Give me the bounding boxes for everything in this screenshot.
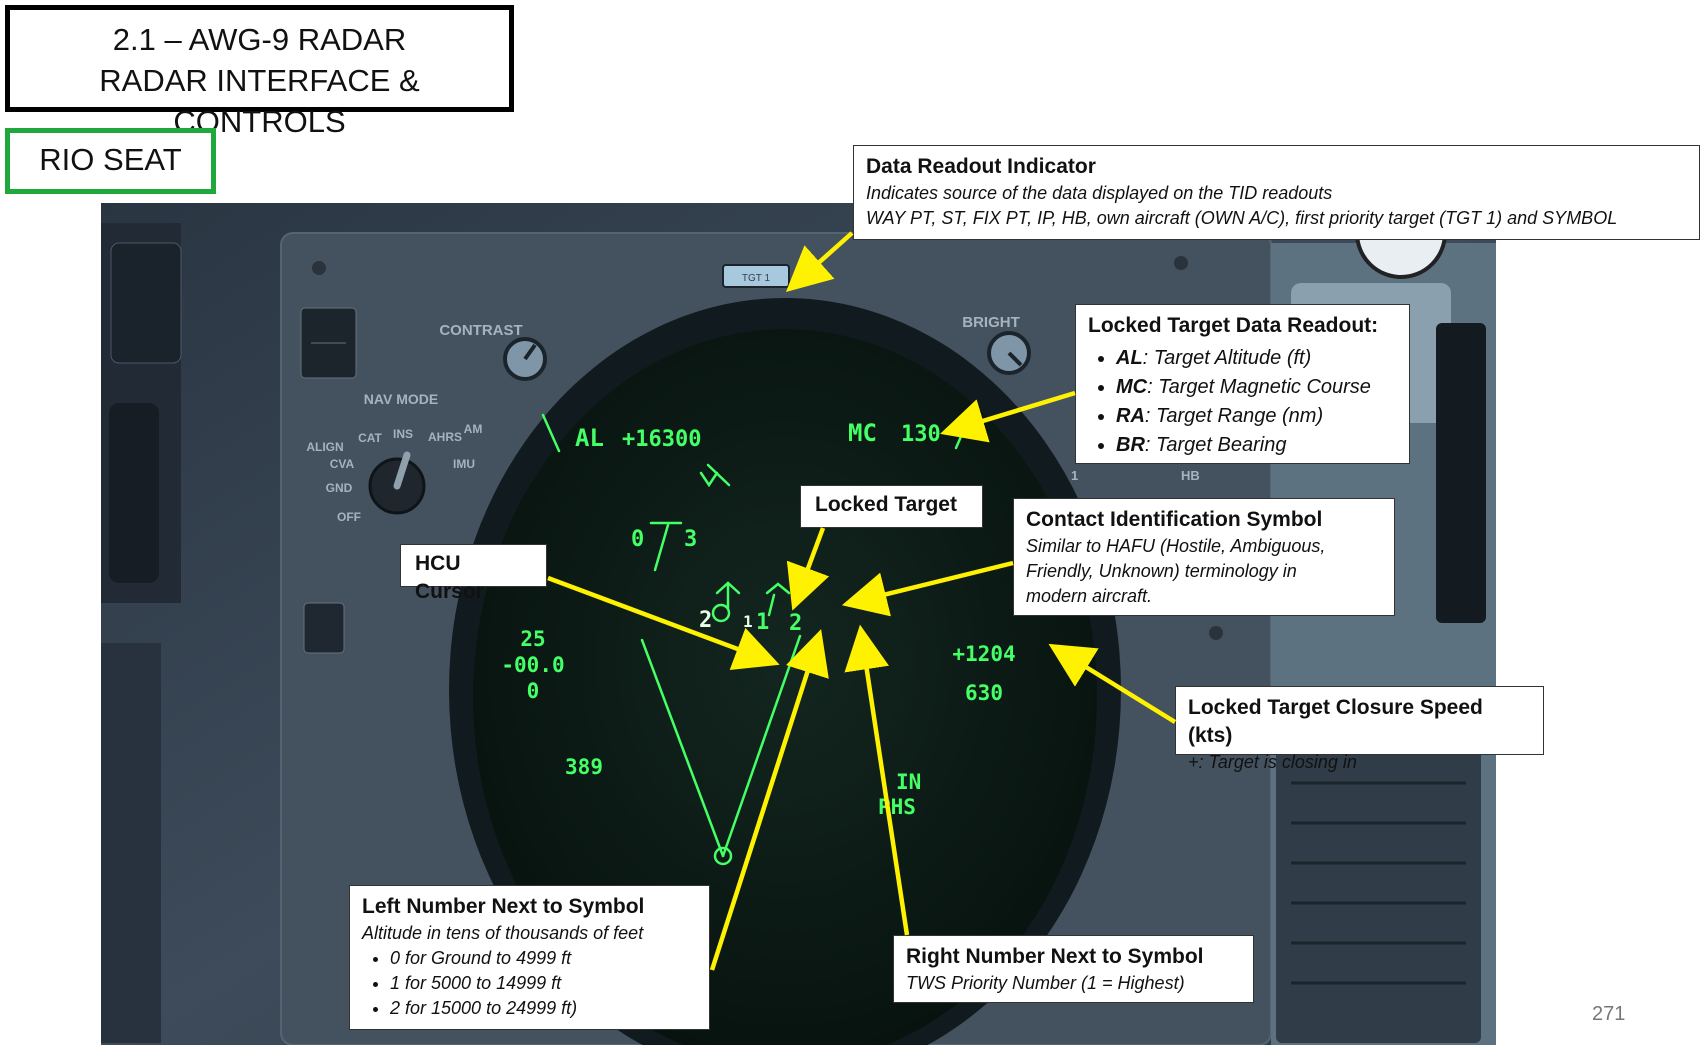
callout-locked-target-data: Locked Target Data Readout: AL: Target A… <box>1075 304 1410 464</box>
list-item: AL: Target Altitude (ft) <box>1116 344 1397 373</box>
callout-contact-id-title: Contact Identification Symbol <box>1026 508 1323 531</box>
list-item: 1 for 5000 to 14999 ft <box>390 971 697 996</box>
callout-contact-id-line1: Similar to HAFU (Hostile, Ambiguous, <box>1026 536 1326 556</box>
bright-label: BRIGHT <box>962 314 1020 331</box>
list-item: RA: Target Range (nm) <box>1116 402 1397 431</box>
nav-mode-ins: INS <box>393 427 413 441</box>
arrow-right-number <box>844 624 910 936</box>
tid-al-value: +16300 <box>622 427 701 452</box>
tid-in-label: IN <box>896 770 921 794</box>
callout-locked-target: Locked Target <box>800 485 983 528</box>
tid-mc-value: 130 <box>901 422 941 447</box>
callout-contact-identification: Contact Identification Symbol Similar to… <box>1013 498 1395 616</box>
tid-value-389: 389 <box>565 755 603 779</box>
callout-data-readout-line2: WAY PT, ST, FIX PT, IP, HB, own aircraft… <box>866 208 1618 228</box>
callout-right-number-title: Right Number Next to Symbol <box>906 945 1204 968</box>
nav-mode-am: AM <box>464 422 483 436</box>
callout-data-readout-line1: Indicates source of the data displayed o… <box>866 183 1333 203</box>
seat-label-box: RIO SEAT <box>5 128 216 194</box>
callout-contact-id-line3: modern aircraft. <box>1026 586 1153 606</box>
arrow-data-readout <box>785 231 854 292</box>
callout-closure-speed-line1: +: Target is closing in <box>1188 752 1357 772</box>
arrow-hcu-cursor <box>547 575 780 671</box>
section-title-line1: 2.1 – AWG-9 RADAR <box>112 22 407 57</box>
tid-left-readout-1: 25 <box>520 627 545 651</box>
callout-left-number-line1: Altitude in tens of thousands of feet <box>362 923 644 943</box>
callout-right-number-line1: TWS Priority Number (1 = Highest) <box>906 973 1185 993</box>
nav-mode-cat: CAT <box>358 431 382 445</box>
tid-mc-label: MC <box>848 419 877 447</box>
callout-hcu-cursor-title: HCU Cursor <box>415 552 484 603</box>
arrow-left-number <box>709 629 829 971</box>
nav-mode-ahrs: AHRS <box>428 430 462 444</box>
list-item: 2 for 15000 to 24999 ft) <box>390 996 697 1021</box>
seat-label: RIO SEAT <box>39 142 182 177</box>
callout-contact-id-line2: Friendly, Unknown) terminology in <box>1026 561 1297 581</box>
locked-target-right-number: 1 <box>743 612 753 631</box>
callout-closure-speed-title: Locked Target Closure Speed (kts) <box>1188 696 1483 747</box>
tid-closure-value: +1204 <box>952 642 1015 666</box>
page-number: 271 <box>1592 1003 1626 1025</box>
callout-locked-target-title: Locked Target <box>815 493 957 516</box>
callout-data-readout-title: Data Readout Indicator <box>866 155 1096 178</box>
data-readout-indicator-text: TGT 1 <box>742 273 771 284</box>
tid-left-readout-3: 0 <box>527 679 540 703</box>
callout-data-readout-indicator: Data Readout Indicator Indicates source … <box>853 145 1700 240</box>
list-item: BR: Target Bearing <box>1116 431 1397 460</box>
callout-left-number-title: Left Number Next to Symbol <box>362 895 645 918</box>
callout-locked-target-data-title: Locked Target Data Readout: <box>1088 314 1379 337</box>
list-item: 0 for Ground to 4999 ft <box>390 946 697 971</box>
contrast-label: CONTRAST <box>439 322 522 339</box>
nav-mode-label: NAV MODE <box>364 391 438 407</box>
hb-label: HB <box>1181 468 1200 483</box>
list-item: MC: Target Magnetic Course <box>1116 373 1397 402</box>
arrow-locked-target-data <box>940 390 1076 443</box>
own-aircraft-symbol <box>713 846 733 866</box>
locked-target-data-list: AL: Target Altitude (ft) MC: Target Magn… <box>1088 344 1397 460</box>
nav-mode-imu: IMU <box>453 457 475 471</box>
nav-mode-cva: CVA <box>330 457 355 471</box>
callout-hcu-cursor: HCU Cursor <box>400 544 547 603</box>
left-number-list: 0 for Ground to 4999 ft 1 for 5000 to 14… <box>362 946 697 1021</box>
tid-left-readout-2: -00.0 <box>501 653 564 677</box>
nav-mode-off: OFF <box>337 510 361 524</box>
callout-left-number: Left Number Next to Symbol Altitude in t… <box>349 885 710 1030</box>
arrow-locked-target <box>786 527 830 611</box>
callout-right-number: Right Number Next to Symbol TWS Priority… <box>893 935 1254 1003</box>
upper-symbol-left-number: 0 <box>631 527 644 552</box>
nav-mode-align: ALIGN <box>306 440 343 454</box>
upper-symbol-right-number: 3 <box>684 527 697 552</box>
hcu-cursor-symbol <box>711 603 731 623</box>
nav-mode-gnd: GND <box>326 481 353 495</box>
tid-value-630: 630 <box>965 681 1003 705</box>
one-label: 1 <box>1071 468 1078 483</box>
locked-target-left-number: 2 <box>699 608 712 633</box>
arrow-closure-speed <box>1048 643 1177 724</box>
arrow-contact-id <box>841 560 1014 617</box>
tid-al-label: AL <box>575 424 604 452</box>
